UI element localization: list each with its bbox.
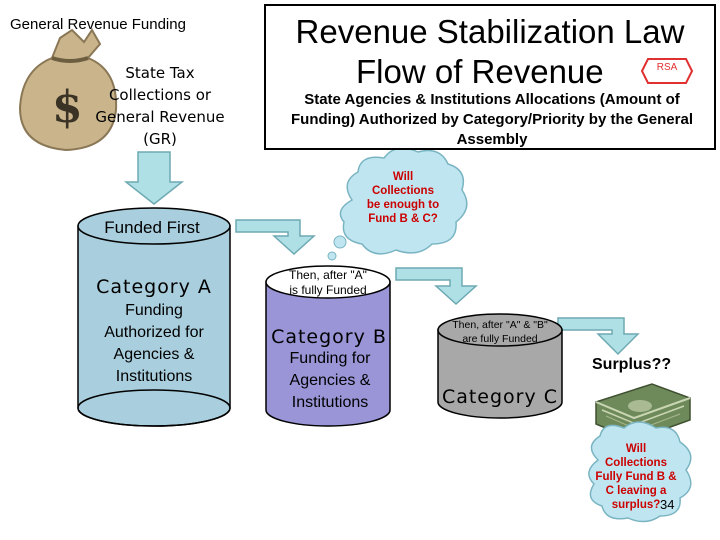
category-b-description: Funding for Agencies & Institutions [289, 350, 371, 411]
arrow-down [123, 151, 185, 205]
cloud-will-bc-text: Will Collections be enough to Fund B & C… [366, 171, 440, 225]
then-after-a-note: Then, after "A" is fully Funded [289, 268, 367, 297]
title-line-2: Flow of Revenue [356, 53, 604, 90]
svg-text:$: $ [52, 82, 83, 133]
title-box: Revenue Stabilization Law Flow of Revenu… [264, 4, 716, 150]
surplus-label: Surplus?? [592, 356, 672, 373]
money-bag-icon: $ [18, 28, 118, 152]
category-a-label: Category A [96, 276, 212, 298]
cylinder-category-b [265, 265, 391, 427]
slide-number: 34 [660, 497, 675, 512]
subtitle: State Agencies & Institutions Allocation… [291, 91, 693, 148]
rsa-badge: RSA [656, 62, 678, 73]
arrow-a-to-b [235, 219, 316, 256]
funded-first-label: Funded First [104, 218, 200, 237]
title-line-1: Revenue Stabilization Law [295, 13, 685, 50]
state-tax-text: State Tax Collections or General Revenue… [95, 64, 225, 148]
cloud-will-surplus [588, 421, 692, 523]
category-a-description: Funding Authorized for Agencies & Instit… [104, 302, 204, 385]
cloud-will-bc [327, 147, 468, 261]
category-c-label: Category C [441, 386, 559, 408]
arrow-b-to-c [395, 267, 478, 306]
rsa-badge-shape [640, 58, 694, 84]
cylinder-category-a [77, 207, 231, 427]
category-b-label: Category B [271, 326, 387, 348]
then-after-ab-note: Then, after "A" & "B" are fully Funded [452, 319, 548, 345]
cloud-will-surplus-text: Will Collections Fully Fund B & C leavin… [595, 443, 677, 511]
cylinder-category-c [437, 313, 563, 419]
general-revenue-funding-label: General Revenue Funding [10, 16, 186, 33]
arrow-c-to-surplus [557, 317, 640, 356]
